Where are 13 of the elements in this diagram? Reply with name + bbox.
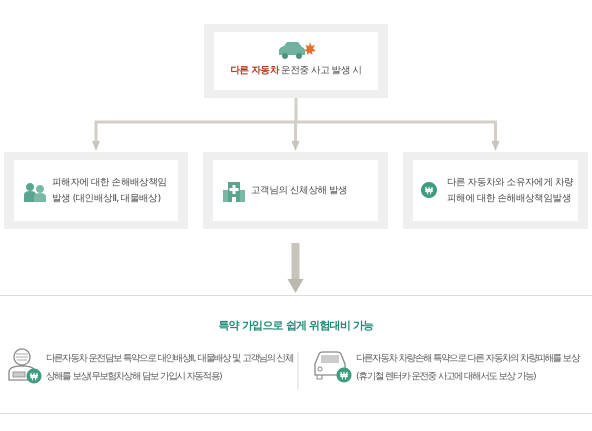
arrow — [294, 98, 500, 151]
box-text: 고객님의 신체상해 발생 — [251, 184, 348, 198]
benefit-text: 다른자동차 차량손해 특약으로 다른 자동차의 차량피해를 보상 (휴기철 렌터카 운전중 사고에 대해서도 보상 가능) — [356, 352, 580, 384]
box-text: 다른 자동차와 소유자에게 차량 피해에 대한 손해배상책임발생 — [447, 176, 574, 206]
benefit-text: 다른자동차 운전담보 특약으로 대인배상Ⅱ, 대물배상 및 고객님의 신체상해를 보상(무보험차상해 담보 가입시 자동적용) — [46, 352, 294, 384]
step-box — [203, 152, 388, 229]
box-text: 피해자에 대한 손해배상책임 발생 (대인배상Ⅱ, 대물배상) — [52, 176, 168, 206]
section-heading: 특약 가입으로 쉽게 위험대비 가능 — [218, 318, 374, 334]
box-text: 다른 자동차 운전중 사고 발생 시 — [230, 64, 362, 78]
arrow — [288, 243, 304, 293]
step-box — [204, 24, 388, 98]
step-box — [403, 152, 588, 229]
step-box — [4, 152, 188, 229]
